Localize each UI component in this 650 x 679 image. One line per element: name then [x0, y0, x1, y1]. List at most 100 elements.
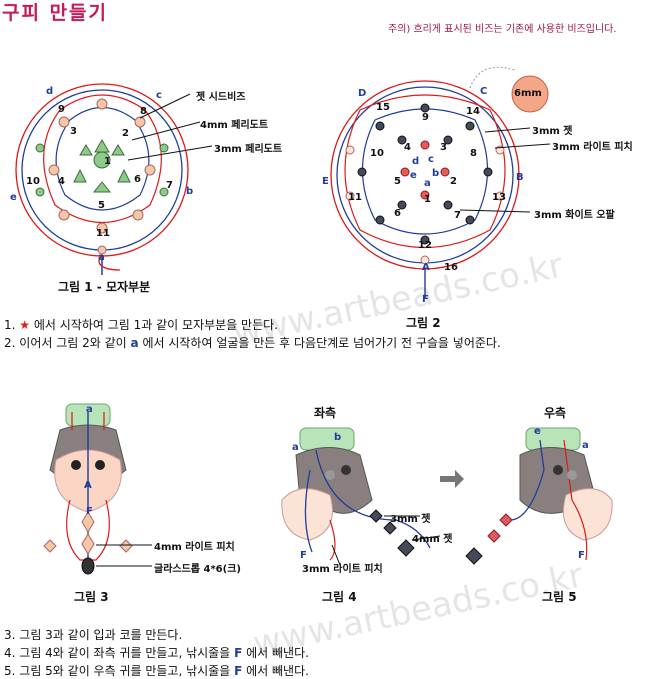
fig2-letter-C: C: [480, 86, 488, 97]
fig1-num: 7: [166, 180, 173, 191]
fig1-num: 8: [140, 106, 147, 117]
fig2-letter-F: F: [422, 294, 429, 305]
step-text: 그림 4와 같이 좌측 귀를 만들고, 낚시줄을: [19, 646, 231, 660]
step-text: 그림 5와 같이 우측 귀를 만들고, 낚시줄을: [19, 664, 231, 678]
fig1-num: 3: [70, 126, 77, 137]
fig2-letter-D: D: [358, 88, 367, 99]
fig3-letter-F: F: [86, 506, 93, 517]
fig4-label-lightpeach3: 3mm 라이트 피치: [302, 564, 383, 575]
fig2-num: 13: [492, 192, 506, 203]
fig2-num: 8: [470, 148, 477, 159]
fig1-num: 1: [104, 156, 111, 167]
fig5-drawing: [465, 427, 613, 565]
page-title: 구피 만들기: [2, 2, 109, 24]
step-number: 3.: [4, 628, 16, 642]
fig5-letter-F: F: [578, 550, 585, 561]
fig2-num: 14: [466, 106, 480, 117]
fig4-drawing: [281, 427, 441, 566]
step-5: 5. 그림 5와 같이 우측 귀를 만들고, 낚시줄을 F 에서 빼낸다.: [4, 662, 309, 679]
step-text: 에서 빼낸다.: [246, 646, 309, 660]
fig2-num: 2: [450, 176, 457, 187]
fig1-num: 5: [98, 200, 105, 211]
fig2-letter-B: B: [516, 172, 524, 183]
fig1-num: 10: [26, 176, 40, 187]
fig1-letter-a: a: [98, 252, 105, 263]
fig2-num: 3: [440, 142, 447, 153]
fig1-caption: 그림 1 - 모자부분: [58, 280, 151, 294]
fig1-num: 2: [122, 128, 129, 139]
fig2-num: 15: [376, 102, 390, 113]
fig2-num: 12: [418, 240, 432, 251]
fig2-label-jet3: 3mm 젯: [532, 126, 573, 137]
fig2-letter-e: e: [410, 170, 417, 181]
fig4-label-jet4: 4mm 젯: [412, 534, 453, 545]
fig2-caption: 그림 2: [406, 316, 441, 330]
step-letter: F: [234, 664, 243, 678]
step-number: 5.: [4, 664, 16, 678]
step-3: 3. 그림 3과 같이 입과 코를 만든다.: [4, 626, 182, 643]
fig1-leaders: [127, 93, 213, 161]
fig1-beads: [35, 98, 169, 255]
step-2: 2. 이어서 그림 2와 같이 a 에서 시작하여 얼굴을 만든 후 다음단계로…: [4, 334, 501, 351]
fig1-label-perido4: 4mm 페리도트: [200, 120, 269, 131]
fig2-num: 16: [444, 262, 458, 273]
fig1-num: 6: [134, 174, 141, 185]
fig5-letter-a: a: [582, 440, 589, 451]
fig5-header: 우측: [544, 406, 567, 420]
step-text: 에서 시작하여 그림 1과 같이 모자부분을 만든다.: [33, 318, 278, 332]
fig4-letter-a: a: [292, 442, 299, 453]
fig2-num: 1: [424, 194, 431, 205]
fig2-num: 4: [404, 142, 411, 153]
fig2-letter-b: b: [432, 168, 440, 179]
fig2-num: 9: [422, 112, 429, 123]
fig2-letter-E: E: [322, 176, 329, 187]
fig2-num: 10: [370, 148, 384, 159]
fig1-letter-b: b: [186, 186, 194, 197]
fig1-label-perido3: 3mm 페리도트: [214, 144, 283, 155]
step-number: 1.: [4, 318, 16, 332]
fig1-letter-e: e: [10, 192, 17, 203]
fig2-label-whiteopal3: 3mm 화이트 오팔: [534, 210, 615, 221]
step-text: 이어서 그림 2와 같이: [19, 336, 127, 350]
fig1-num: 11: [96, 228, 110, 239]
note-text: 주의) 흐리게 표시된 비즈는 기존에 사용한 비즈입니다.: [388, 24, 617, 35]
step-letter: a: [130, 336, 139, 350]
fig2-label-6mm: 6mm: [514, 88, 542, 99]
fig2-num: 11: [348, 192, 362, 203]
step-letter: F: [234, 646, 243, 660]
fig2-letter-c: c: [428, 154, 434, 165]
fig2-letter-d: d: [412, 156, 420, 167]
fig2-beads: [345, 75, 549, 265]
fig3-caption: 그림 3: [74, 590, 109, 604]
step-text: 에서 시작하여 얼굴을 만든 후 다음단계로 넘어가기 전 구슬을 넣어준다.: [142, 336, 501, 350]
star-icon: ★: [19, 318, 31, 332]
fig3-label-lightpeach4: 4mm 라이트 피치: [154, 542, 235, 553]
fig2-num: 5: [394, 176, 401, 187]
step-number: 4.: [4, 646, 16, 660]
fig5-caption: 그림 5: [542, 590, 577, 604]
fig2-label-lightpeach3: 3mm 라이트 피치: [552, 142, 633, 153]
step-1: 1. ★ 에서 시작하여 그림 1과 같이 모자부분을 만든다.: [4, 316, 278, 333]
step-number: 2.: [4, 336, 16, 350]
fig5-letter-e: e: [534, 426, 541, 437]
fig1-letter-d: d: [46, 86, 54, 97]
fig2-leaders: [459, 127, 551, 213]
fig3-letter-a: a: [86, 404, 93, 415]
fig1-num: 9: [58, 104, 65, 115]
fig2-num: 6: [394, 208, 401, 219]
fig1-letter-c: c: [156, 90, 162, 101]
fig4-letter-F: F: [300, 550, 307, 561]
fig4-caption: 그림 4: [322, 590, 357, 604]
fig4-header: 좌측: [314, 406, 337, 420]
fig2-num: 7: [454, 210, 461, 221]
arrow-right-icon: [440, 470, 464, 488]
fig1-num: 4: [58, 176, 65, 187]
fig1-label-jet-seed: 젯 시드비즈: [196, 92, 246, 103]
fig4-letter-b: b: [334, 432, 342, 443]
fig2-letter-a: a: [424, 178, 431, 189]
fig4-label-jet3: 3mm 젯: [390, 514, 431, 525]
fig2-letter-A: A: [422, 262, 430, 273]
fig3-letter-A: A: [84, 480, 92, 491]
fig3-label-glass: 글라스드롭 4*6(크): [154, 564, 241, 575]
